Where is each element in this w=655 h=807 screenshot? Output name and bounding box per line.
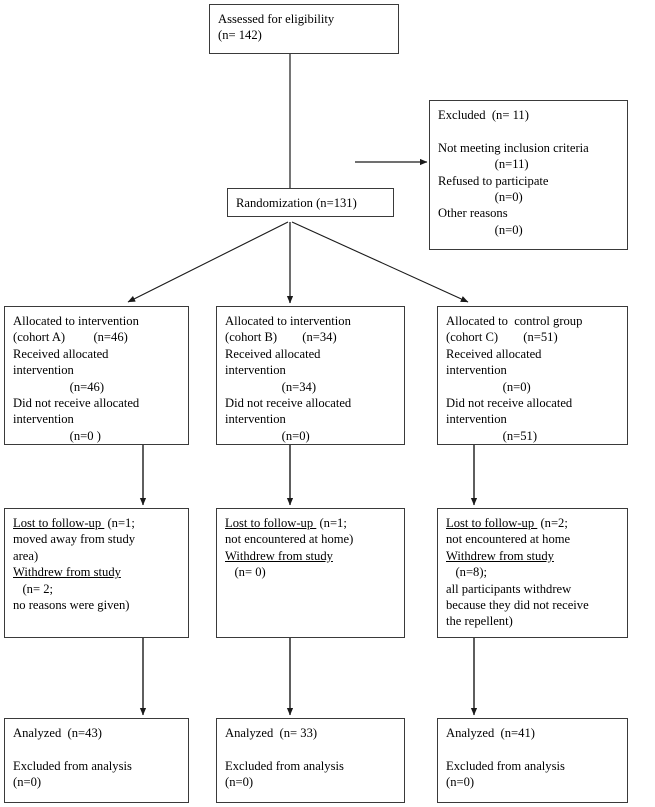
text-line: (n=34) <box>225 379 317 394</box>
text-line: Received allocated <box>225 346 321 361</box>
text-line: intervention <box>225 412 286 427</box>
text-line: intervention <box>225 363 286 378</box>
text-line: intervention <box>446 412 507 427</box>
text-line: (n=0) <box>225 428 310 443</box>
text-line: (n=0) <box>446 775 475 790</box>
node-allocation-cohort-b: Allocated to intervention (cohort B) (n=3… <box>216 306 405 445</box>
text-run: (n=1; not encountered at home) <box>225 516 354 547</box>
text-line: Other reasons <box>438 206 508 221</box>
text-line: Excluded from analysis <box>225 758 344 773</box>
text-line: Allocated to intervention <box>13 314 139 328</box>
text-line: (n=46) <box>13 379 105 394</box>
text-underlined: Lost to follow-up <box>225 516 317 530</box>
node-analyzed-cohort-b: Analyzed (n= 33) Excluded from analysis (… <box>216 718 405 803</box>
node-excluded: Excluded (n= 11) Not meeting inclusion c… <box>429 100 628 250</box>
node-analyzed-cohort-a: Analyzed (n=43) Excluded from analysis (n… <box>4 718 189 803</box>
text-line: (n=0) <box>438 190 523 205</box>
text-line: Received allocated <box>13 346 109 361</box>
text-line: (n= 142) <box>218 28 262 43</box>
text-line: intervention <box>446 363 507 378</box>
text-line: (cohort B) (n=34) <box>225 330 337 345</box>
text-underlined: Lost to follow-up <box>446 516 538 530</box>
text-run: (n= 0) <box>234 565 266 580</box>
text-line: intervention <box>13 412 74 427</box>
node-allocation-cohort-c-control: Allocated to control group (cohort C) (n=… <box>437 306 628 445</box>
text-line: Did not receive allocated <box>13 396 140 411</box>
text-line: intervention <box>13 363 74 378</box>
text-line <box>13 741 180 757</box>
text-line: Did not receive allocated <box>225 396 352 411</box>
text-line: Refused to participate <box>438 173 549 188</box>
text-line: Not meeting inclusion criteria <box>438 140 589 155</box>
text-line: Analyzed (n= 33) <box>225 726 318 740</box>
node-follow-up-cohort-c: Lost to follow-up (n=2; not encountered … <box>437 508 628 638</box>
node-allocation-cohort-a: Allocated to intervention (cohort A) (n=4… <box>4 306 189 445</box>
node-assessed-for-eligibility: Assessed for eligibility (n= 142) <box>209 4 399 54</box>
text-line: Received allocated <box>446 346 542 361</box>
text-line: (cohort A) (n=46) <box>13 330 128 345</box>
text-line: (cohort C) (n=51) <box>446 330 558 345</box>
text-underlined: Withdrew from study <box>446 548 554 563</box>
text-line: Randomization (n=131) <box>236 196 357 210</box>
text-run: (n=8); all participants withdrew because… <box>446 565 589 629</box>
text-run: (n= 2; no reasons were given) <box>13 581 130 613</box>
node-follow-up-cohort-a: Lost to follow-up (n=1; moved away from … <box>4 508 189 638</box>
text-line: (n=0) <box>225 775 254 790</box>
node-follow-up-cohort-b: Lost to follow-up (n=1; not encountered … <box>216 508 405 638</box>
text-line: (n=0) <box>446 379 531 394</box>
text-line: (n=51) <box>446 428 538 443</box>
node-analyzed-cohort-c: Analyzed (n=41) Excluded from analysis (n… <box>437 718 628 803</box>
text-line <box>438 123 619 139</box>
text-run: (n=1; moved away from study area) <box>13 516 136 563</box>
text-line: Allocated to control group <box>446 314 583 328</box>
text-line: Did not receive allocated <box>446 396 573 411</box>
text-line <box>446 741 619 757</box>
text-line: (n=0) <box>438 222 523 237</box>
text-line: Analyzed (n=41) <box>446 726 535 740</box>
text-line: (n=11) <box>438 157 529 172</box>
text-line <box>225 741 396 757</box>
text-line: Excluded from analysis <box>13 758 132 773</box>
text-run: (n=2; not encountered at home <box>446 516 571 547</box>
text-line: (n=0 ) <box>13 428 101 443</box>
text-underlined: Withdrew from study <box>225 548 333 563</box>
text-underlined: Withdrew from study <box>13 565 121 580</box>
edge-randomization-to-alloc-a <box>127 221 289 303</box>
text-underlined: Lost to follow-up <box>13 516 105 530</box>
text-line: (n=0) <box>13 775 42 790</box>
text-line: Analyzed (n=43) <box>13 726 102 740</box>
text-line: Allocated to intervention <box>225 314 351 328</box>
node-randomization: Randomization (n=131) <box>227 188 394 217</box>
text-line: Excluded (n= 11) <box>438 108 529 122</box>
text-line: Assessed for eligibility <box>218 12 335 26</box>
text-line: Excluded from analysis <box>446 758 565 773</box>
